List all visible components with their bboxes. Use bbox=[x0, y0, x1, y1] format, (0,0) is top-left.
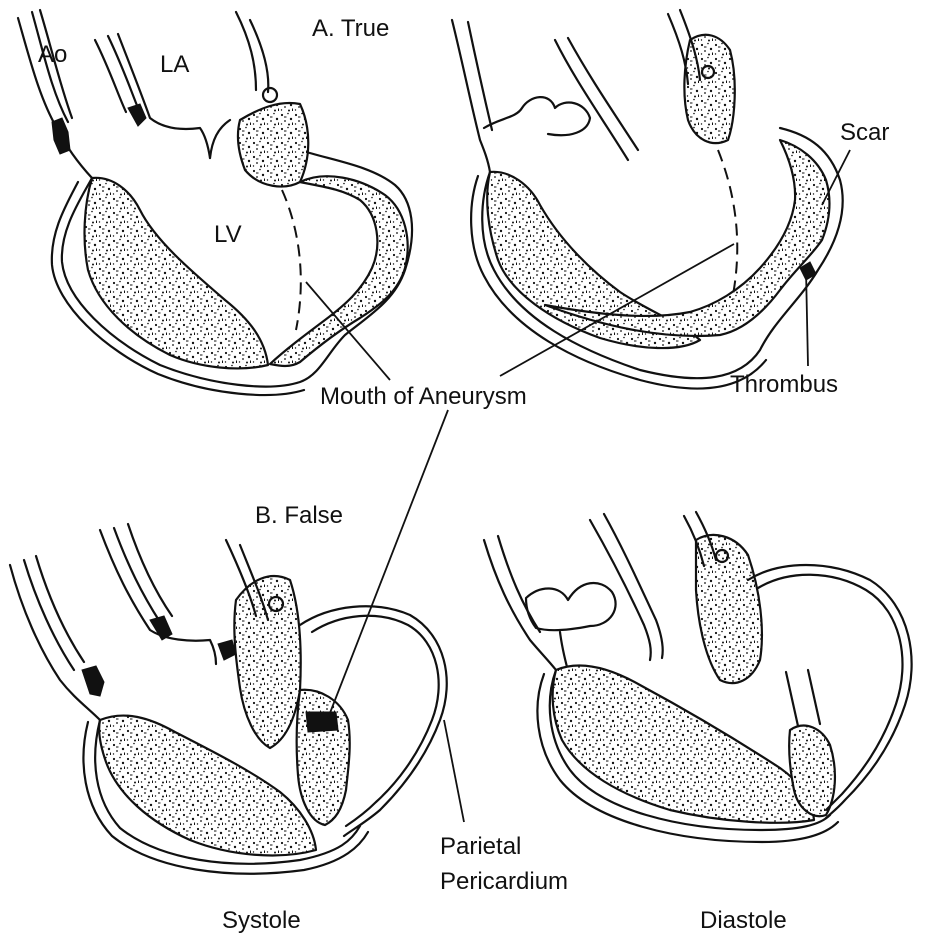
mouth-dashed-line-2 bbox=[718, 150, 737, 300]
label-parietal-2: Pericardium bbox=[440, 868, 568, 895]
ventricle-wall-b2 bbox=[537, 512, 838, 842]
left-ventricle-wall bbox=[52, 12, 412, 395]
label-lv: LV bbox=[214, 221, 242, 248]
label-thrombus: Thrombus bbox=[730, 371, 838, 398]
scar-leader bbox=[822, 150, 850, 205]
panel-true-diastole: Scar Thrombus bbox=[452, 10, 889, 398]
mouth-dashed-line bbox=[282, 190, 301, 330]
label-systole: Systole bbox=[222, 907, 301, 933]
label-mouth-of-aneurysm: Mouth of Aneurysm bbox=[320, 383, 527, 410]
aorta-walls-b bbox=[10, 556, 104, 720]
valves-b bbox=[484, 514, 663, 678]
label-parietal-1: Parietal bbox=[440, 833, 521, 860]
ventricle-wall-diastole bbox=[471, 10, 843, 389]
parietal-leader bbox=[444, 720, 464, 822]
label-true-title: A. True bbox=[312, 15, 389, 42]
label-la: LA bbox=[160, 51, 189, 78]
label-diastole: Diastole bbox=[700, 907, 787, 933]
label-ao: Ao bbox=[38, 41, 67, 68]
label-scar: Scar bbox=[840, 119, 889, 146]
atrium-walls-b bbox=[100, 524, 236, 664]
panel-false-systole: B. False Parietal Pericardium Systole bbox=[10, 502, 568, 933]
aorta-walls bbox=[18, 10, 92, 178]
aorta-valve bbox=[452, 20, 638, 172]
label-false-title: B. False bbox=[255, 502, 343, 529]
